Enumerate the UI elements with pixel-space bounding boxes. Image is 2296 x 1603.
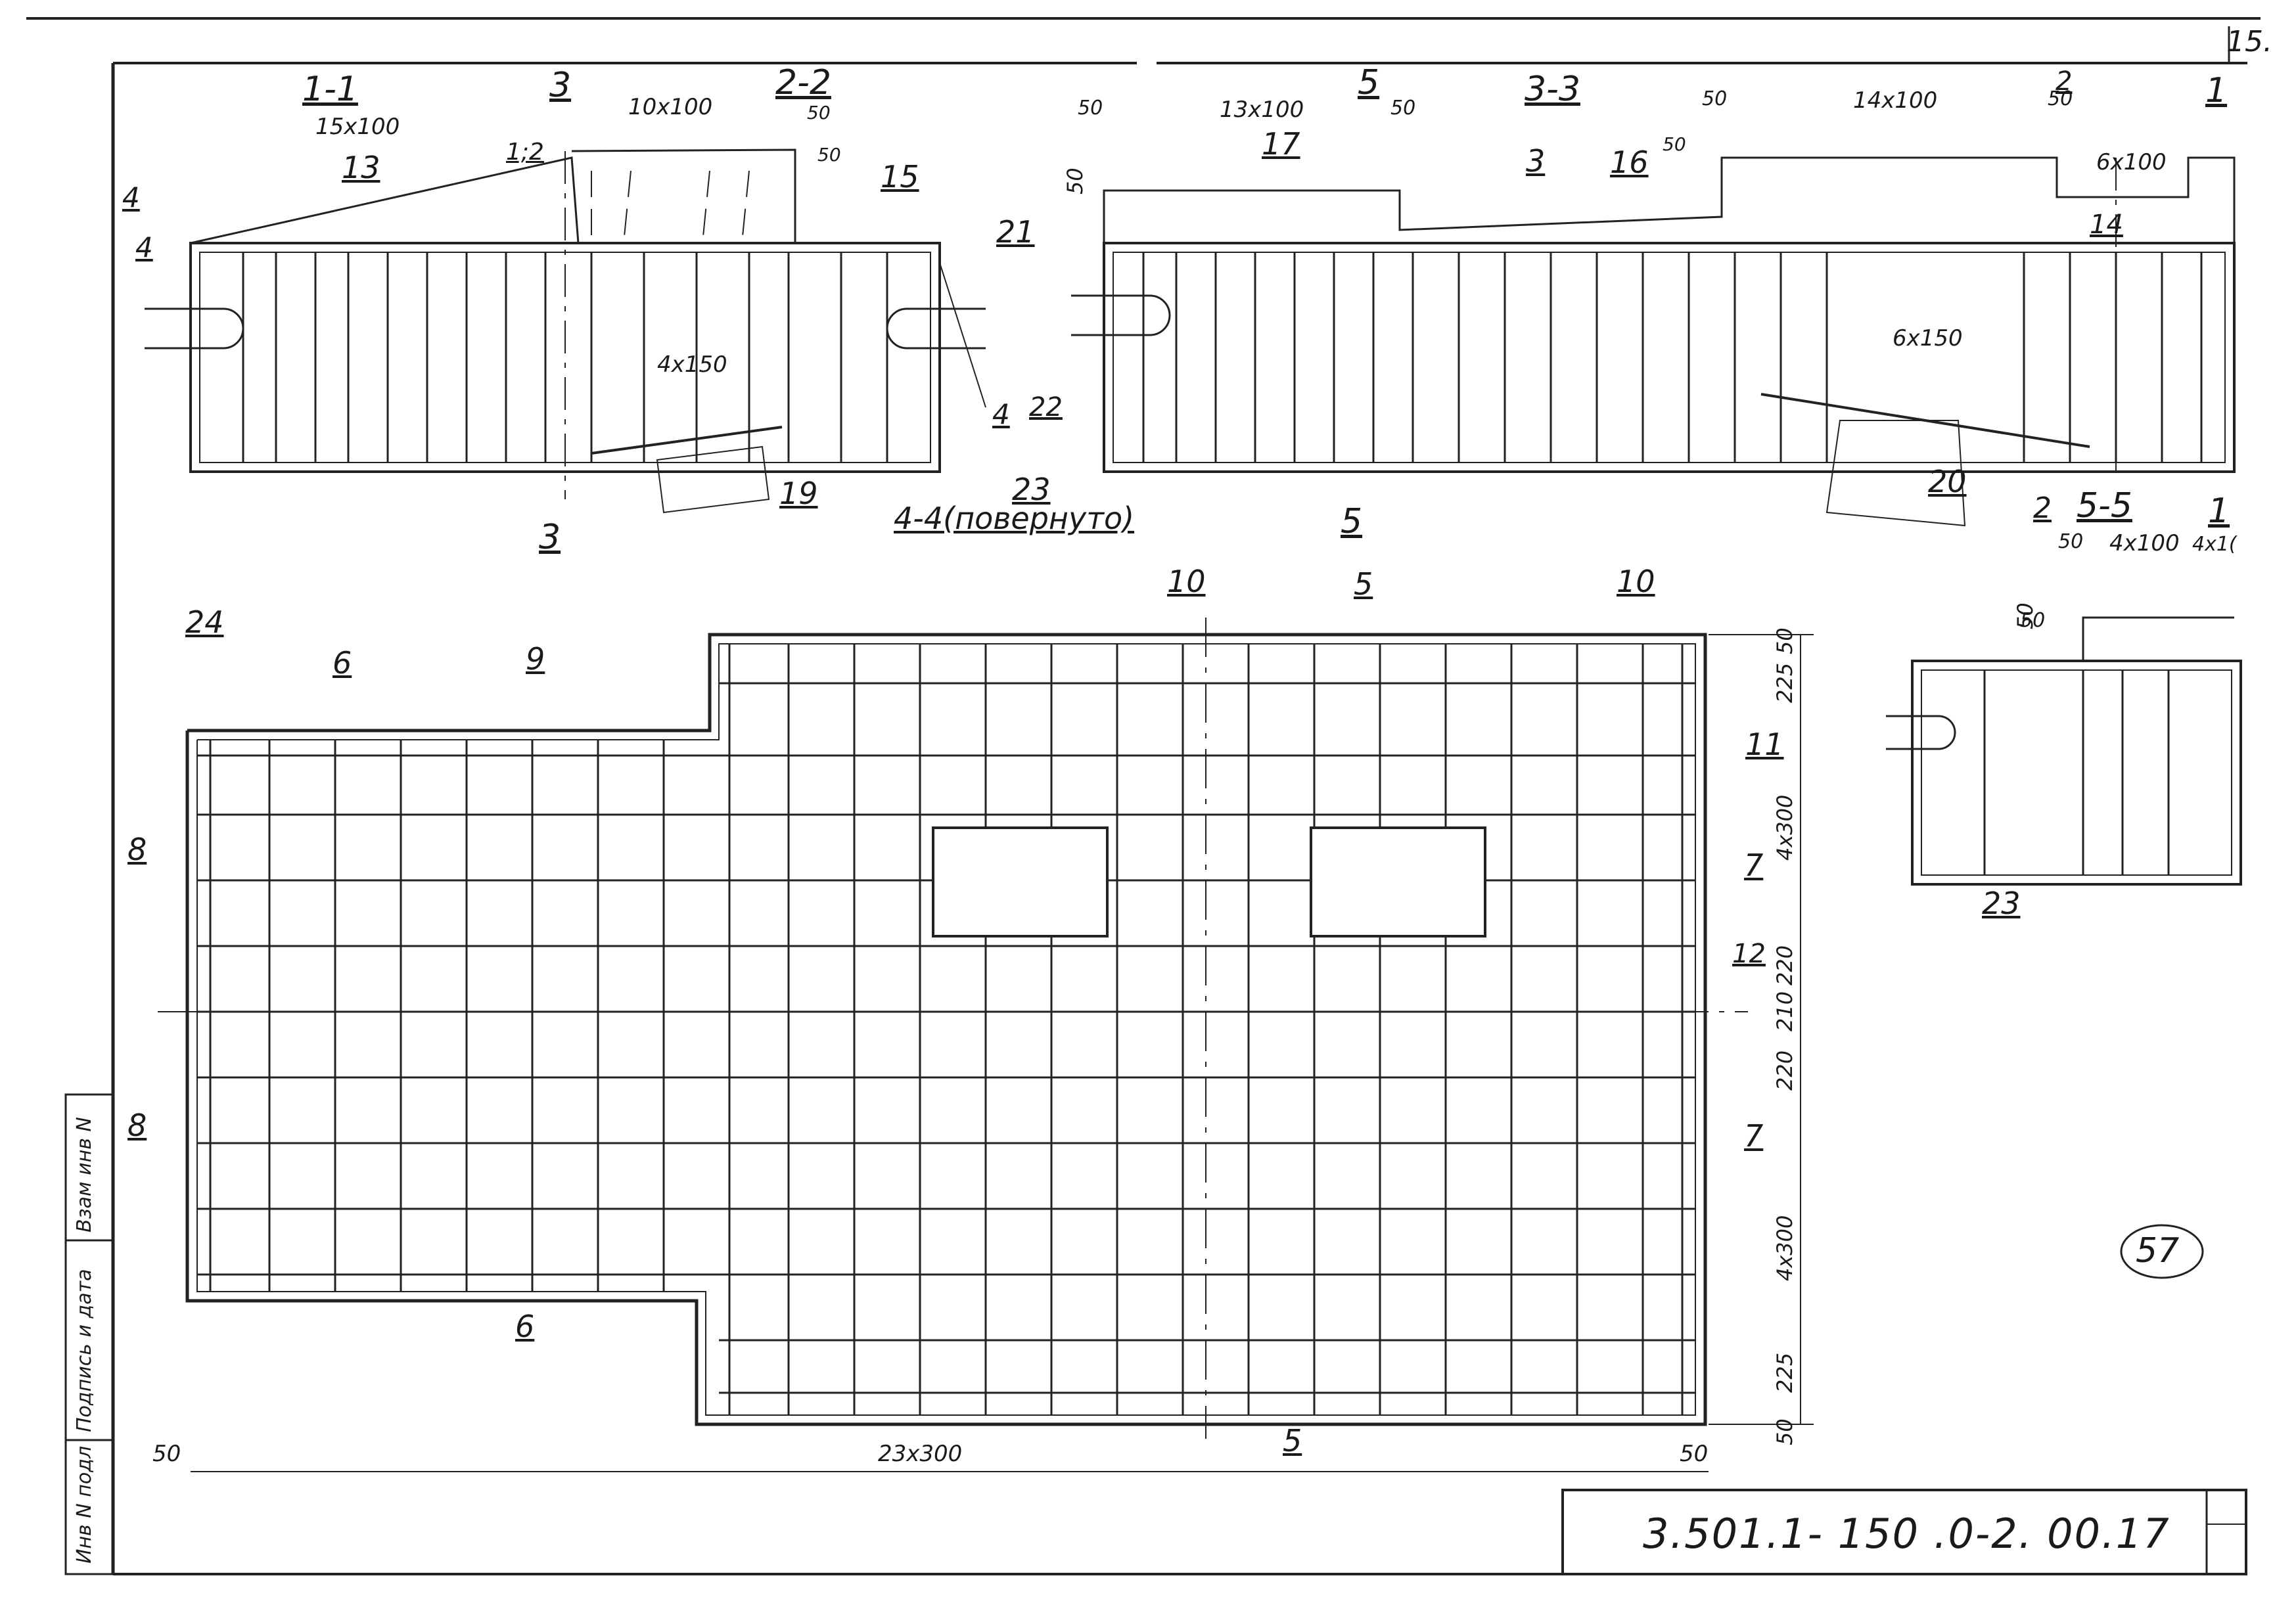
position-label: 10: [1167, 564, 1206, 599]
dimension-label: 210: [1772, 991, 1797, 1031]
dimension-label: 50: [2058, 530, 2084, 553]
plan-opening-right: [1310, 826, 1486, 937]
position-label: 20: [1928, 464, 1967, 499]
section-title-4-4: 4-4(повернуто): [894, 501, 1135, 536]
cut-marker-4-left2: 4: [135, 231, 153, 263]
dimension-label: 50: [1680, 1441, 1709, 1467]
dimension-label: 50: [2020, 609, 2046, 632]
dimension-label: 50: [152, 1441, 181, 1467]
position-label: 8: [127, 1108, 147, 1143]
position-label: 23: [1982, 886, 2021, 921]
position-label: 11: [1745, 727, 1784, 762]
section-3-3: [1071, 156, 2236, 527]
position-label: 19: [779, 476, 818, 511]
side-stamp: [64, 1093, 114, 1575]
plan-opening-left: [932, 826, 1109, 937]
plan-grid: [158, 618, 1814, 1472]
cut-marker-3-bottom: 3: [539, 518, 561, 557]
dimension-label: 6x100: [2096, 149, 2167, 175]
section-title-2-2: 2-2: [775, 63, 831, 102]
dimension-label: 225: [1772, 1352, 1797, 1393]
side-stamp-inv: Инв N подл: [73, 1445, 96, 1564]
position-label: 5: [1283, 1423, 1302, 1458]
dimension-label: 50: [1772, 627, 1797, 654]
cut-marker-3-top: 3: [549, 66, 572, 105]
position-label: 15: [881, 159, 919, 194]
dimension-label: 220: [1772, 1050, 1797, 1091]
dimension-label: 14x100: [1853, 87, 1938, 114]
side-stamp-replace: Взам инв N: [73, 1117, 96, 1232]
sheet-stamp-number: 57: [2136, 1231, 2180, 1271]
dimension-label: 50: [2013, 602, 2038, 629]
position-label: 22: [1029, 392, 1063, 422]
dimension-label: 50: [1702, 87, 1728, 110]
dimension-label: 4x100: [2109, 530, 2180, 556]
dimension-label: 4x300: [1772, 794, 1797, 861]
position-label: 16: [1610, 145, 1649, 180]
title-block: [1561, 1489, 2247, 1575]
section-title-3-3: 3-3: [1525, 70, 1580, 109]
cut-marker-5-top: 5: [1358, 63, 1380, 102]
sheet-corner-number: 15.: [2226, 25, 2272, 58]
dimension-label: 50: [1772, 1418, 1797, 1445]
sheet-stamp-oval: [2120, 1224, 2204, 1279]
dimension-label: 50: [1390, 97, 1416, 120]
position-label: 14: [2090, 210, 2123, 240]
position-label: 24: [185, 604, 224, 640]
dimension-label: 50: [2048, 87, 2073, 110]
position-label: 3: [1526, 143, 1546, 179]
dimension-label: 4x300: [1772, 1215, 1797, 1281]
cut-marker-5-bottom: 5: [1341, 502, 1363, 541]
dimension-label: 220: [1772, 945, 1797, 985]
drawing-code: 3.501.1- 150 .0-2. 00.17: [1643, 1510, 2170, 1558]
section-title-5-5: 5-5: [2077, 486, 2132, 526]
position-label: 1;2: [506, 139, 544, 166]
section-1-1: [145, 148, 986, 514]
dimension-label: 15x100: [315, 114, 400, 140]
position-label: 13: [342, 150, 380, 185]
dimension-label: 50: [817, 144, 841, 166]
position-label: 9: [526, 641, 545, 677]
position-label: 7: [1744, 1118, 1764, 1154]
dimension-label: 50: [1063, 168, 1088, 194]
dimension-label: 13x100: [1220, 97, 1304, 123]
dimension-label: 23x300: [878, 1441, 963, 1467]
dimension-label: 10x100: [628, 94, 713, 120]
position-label: 12: [1732, 939, 1766, 969]
cut-marker-2-top: 2: [2055, 66, 2073, 97]
dimension-label: 225: [1772, 662, 1797, 703]
dimension-label: 4x150: [657, 351, 727, 378]
dimension-label: 50: [807, 102, 831, 124]
dimension-label: 50: [1078, 97, 1103, 120]
dimension-label: 50: [1663, 133, 1686, 155]
cut-marker-4-right: 4: [992, 398, 1010, 430]
dimension-label: 4x1(: [2192, 533, 2237, 556]
cut-marker-4-left: 4: [122, 181, 140, 214]
position-label: 6: [333, 645, 352, 681]
position-label: 8: [127, 832, 147, 867]
cut-marker-1-top: 1: [2205, 71, 2228, 110]
position-label: 6: [515, 1309, 535, 1344]
cut-marker-1-bottom: 1: [2208, 491, 2230, 531]
position-label: 5: [1354, 566, 1373, 602]
position-label: 23: [1012, 472, 1051, 507]
position-label: 10: [1617, 564, 1655, 599]
position-label: 17: [1262, 126, 1300, 162]
side-stamp-signature: Подпись и дата: [73, 1269, 96, 1433]
position-label: 21: [996, 214, 1035, 250]
dimension-label: 6x150: [1893, 325, 1963, 351]
section-title-1-1: 1-1: [302, 70, 358, 109]
position-label: 7: [1744, 847, 1764, 883]
section-5-5: [1886, 616, 2242, 886]
cut-marker-2-bottom: 2: [2033, 491, 2052, 525]
